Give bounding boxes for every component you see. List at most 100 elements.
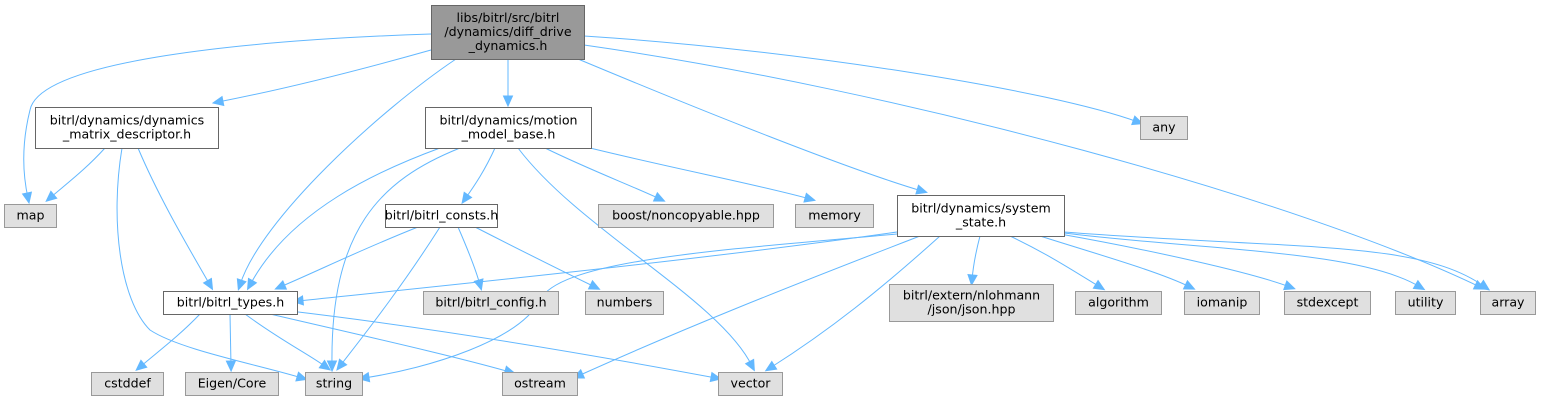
edge-arrowhead-dmd-to-string (295, 371, 308, 382)
node-label-line: iomanip (1197, 295, 1248, 310)
node-label-line: bitrl/dynamics/motion (439, 113, 577, 128)
edge-arrowhead-sys-to-algorithm (1092, 279, 1106, 291)
node-label-line: any (1152, 120, 1176, 135)
edge-arrowhead-dmd-to-types (202, 277, 214, 291)
edge-mmb-to-types (249, 147, 441, 286)
node-label-line: bitrl/bitrl_types.h (177, 295, 284, 310)
edge-arrowhead-types-to-string (318, 359, 332, 371)
edge-consts-to-numbers (474, 226, 596, 288)
node-types[interactable]: bitrl/bitrl_types.h (163, 291, 298, 315)
edge-arrowhead-root-to-sys (915, 184, 928, 195)
node-mmb[interactable]: bitrl/dynamics/motion_model_base.h (425, 107, 592, 149)
edge-arrowhead-mmb-to-memory (803, 192, 816, 203)
node-box (718, 372, 783, 396)
node-box (585, 291, 664, 315)
node-label-line: bitrl/dynamics/dynamics (50, 113, 204, 128)
edge-arrowhead-root-to-any (1131, 115, 1144, 126)
node-label-line: array (1491, 295, 1525, 310)
edge-arrowhead-root-to-dmd (211, 95, 225, 107)
node-sys[interactable]: bitrl/dynamics/system_state.h (897, 195, 1065, 237)
node-stdexcept: stdexcept (1284, 291, 1371, 315)
node-label-line: _dynamics.h (468, 38, 548, 53)
node-label-line: algorithm (1088, 295, 1149, 310)
edge-consts-to-types (279, 226, 419, 288)
node-config: bitrl/bitrl_config.h (423, 291, 559, 315)
edge-sys-to-json (971, 235, 981, 281)
node-label-line: bitrl/bitrl_config.h (435, 295, 546, 310)
edge-arrowhead-sys-to-json (967, 274, 978, 287)
edge-types-to-cstddef (139, 313, 201, 368)
edges-layer (21, 33, 1491, 383)
node-box (795, 204, 874, 228)
edge-root-to-sys (577, 58, 923, 192)
node-vector: vector (718, 372, 783, 396)
edge-arrowhead-mmb-to-vector (744, 358, 755, 372)
node-box (431, 5, 585, 60)
edge-arrowhead-dmd-to-map (45, 190, 58, 203)
node-label-line: boost/noncopyable.hpp (612, 208, 760, 223)
edge-root-to-dmd (217, 49, 432, 103)
edge-consts-to-config (457, 226, 481, 286)
node-label-line: /dynamics/diff_drive (444, 24, 571, 39)
edge-types-to-ostream (269, 313, 511, 373)
node-label-line: numbers (597, 295, 653, 310)
node-box (425, 107, 592, 149)
node-box (385, 204, 498, 228)
node-utility: utility (1395, 291, 1456, 315)
edge-arrowhead-sys-to-stdexcept (1283, 280, 1296, 291)
edge-arrowhead-root-to-map (21, 191, 33, 205)
edge-mmb-to-memory (589, 147, 811, 200)
node-iomanip: iomanip (1184, 291, 1260, 315)
node-consts[interactable]: bitrl/bitrl_consts.h (385, 204, 498, 228)
node-box (1480, 291, 1536, 315)
node-label-line: memory (808, 208, 861, 223)
edge-dmd-to-string (116, 147, 303, 379)
node-string: string (305, 372, 363, 396)
edge-sys-to-algorithm (1009, 235, 1101, 288)
node-dmd[interactable]: bitrl/dynamics/dynamics_matrix_descripto… (35, 107, 219, 149)
edge-arrowhead-mmb-to-string (326, 360, 338, 373)
edge-arrowhead-consts-to-config (473, 278, 484, 291)
edge-sys-to-iomanip (1039, 235, 1191, 288)
edge-arrowhead-sys-to-array (1477, 279, 1491, 291)
node-label-line: bitrl/extern/nlohmann (903, 288, 1040, 303)
node-box (1075, 291, 1162, 315)
edge-sys-to-stdexcept (1059, 233, 1291, 288)
node-box (1395, 291, 1456, 315)
node-box (35, 107, 219, 149)
node-ostream: ostream (502, 372, 578, 396)
nodes-layer: libs/bitrl/src/bitrl/dynamics/diff_drive… (4, 5, 1536, 396)
node-label-line: map (17, 208, 45, 223)
node-label-line: string (316, 376, 352, 391)
node-label-line: bitrl/dynamics/system (911, 201, 1051, 216)
edge-arrowhead-consts-to-types (274, 279, 288, 290)
node-any: any (1140, 116, 1188, 140)
edge-dmd-to-map (49, 147, 106, 199)
edge-mmb-to-noncopy (544, 147, 661, 200)
edge-types-to-string (244, 313, 327, 368)
edge-sys-to-ostream (577, 235, 921, 377)
node-box (185, 372, 279, 396)
node-label-line: cstddef (104, 376, 151, 391)
node-map: map (4, 204, 57, 228)
edge-consts-to-string (339, 226, 441, 367)
edge-mmb-to-consts (464, 147, 496, 200)
node-memory: memory (795, 204, 874, 228)
node-json: bitrl/extern/nlohmann/json/json.hpp (889, 284, 1054, 322)
edge-arrowhead-mmb-to-consts (461, 191, 473, 205)
edge-dmd-to-types (137, 147, 211, 286)
edge-arrowhead-types-to-eigen (225, 360, 237, 373)
node-root[interactable]: libs/bitrl/src/bitrl/dynamics/diff_drive… (431, 5, 585, 60)
node-label-line: ostream (514, 376, 566, 391)
edge-arrowhead-root-to-mmb (502, 95, 514, 108)
node-box (1184, 291, 1260, 315)
edge-arrowhead-types-to-cstddef (135, 359, 148, 372)
node-cstddef: cstddef (91, 372, 164, 396)
edge-types-to-eigen (229, 313, 232, 367)
node-box (897, 195, 1065, 237)
edge-arrowhead-sys-to-iomanip (1182, 279, 1196, 290)
node-box (423, 291, 559, 315)
edge-root-to-types (239, 58, 457, 286)
node-label-line: libs/bitrl/src/bitrl (457, 10, 560, 25)
